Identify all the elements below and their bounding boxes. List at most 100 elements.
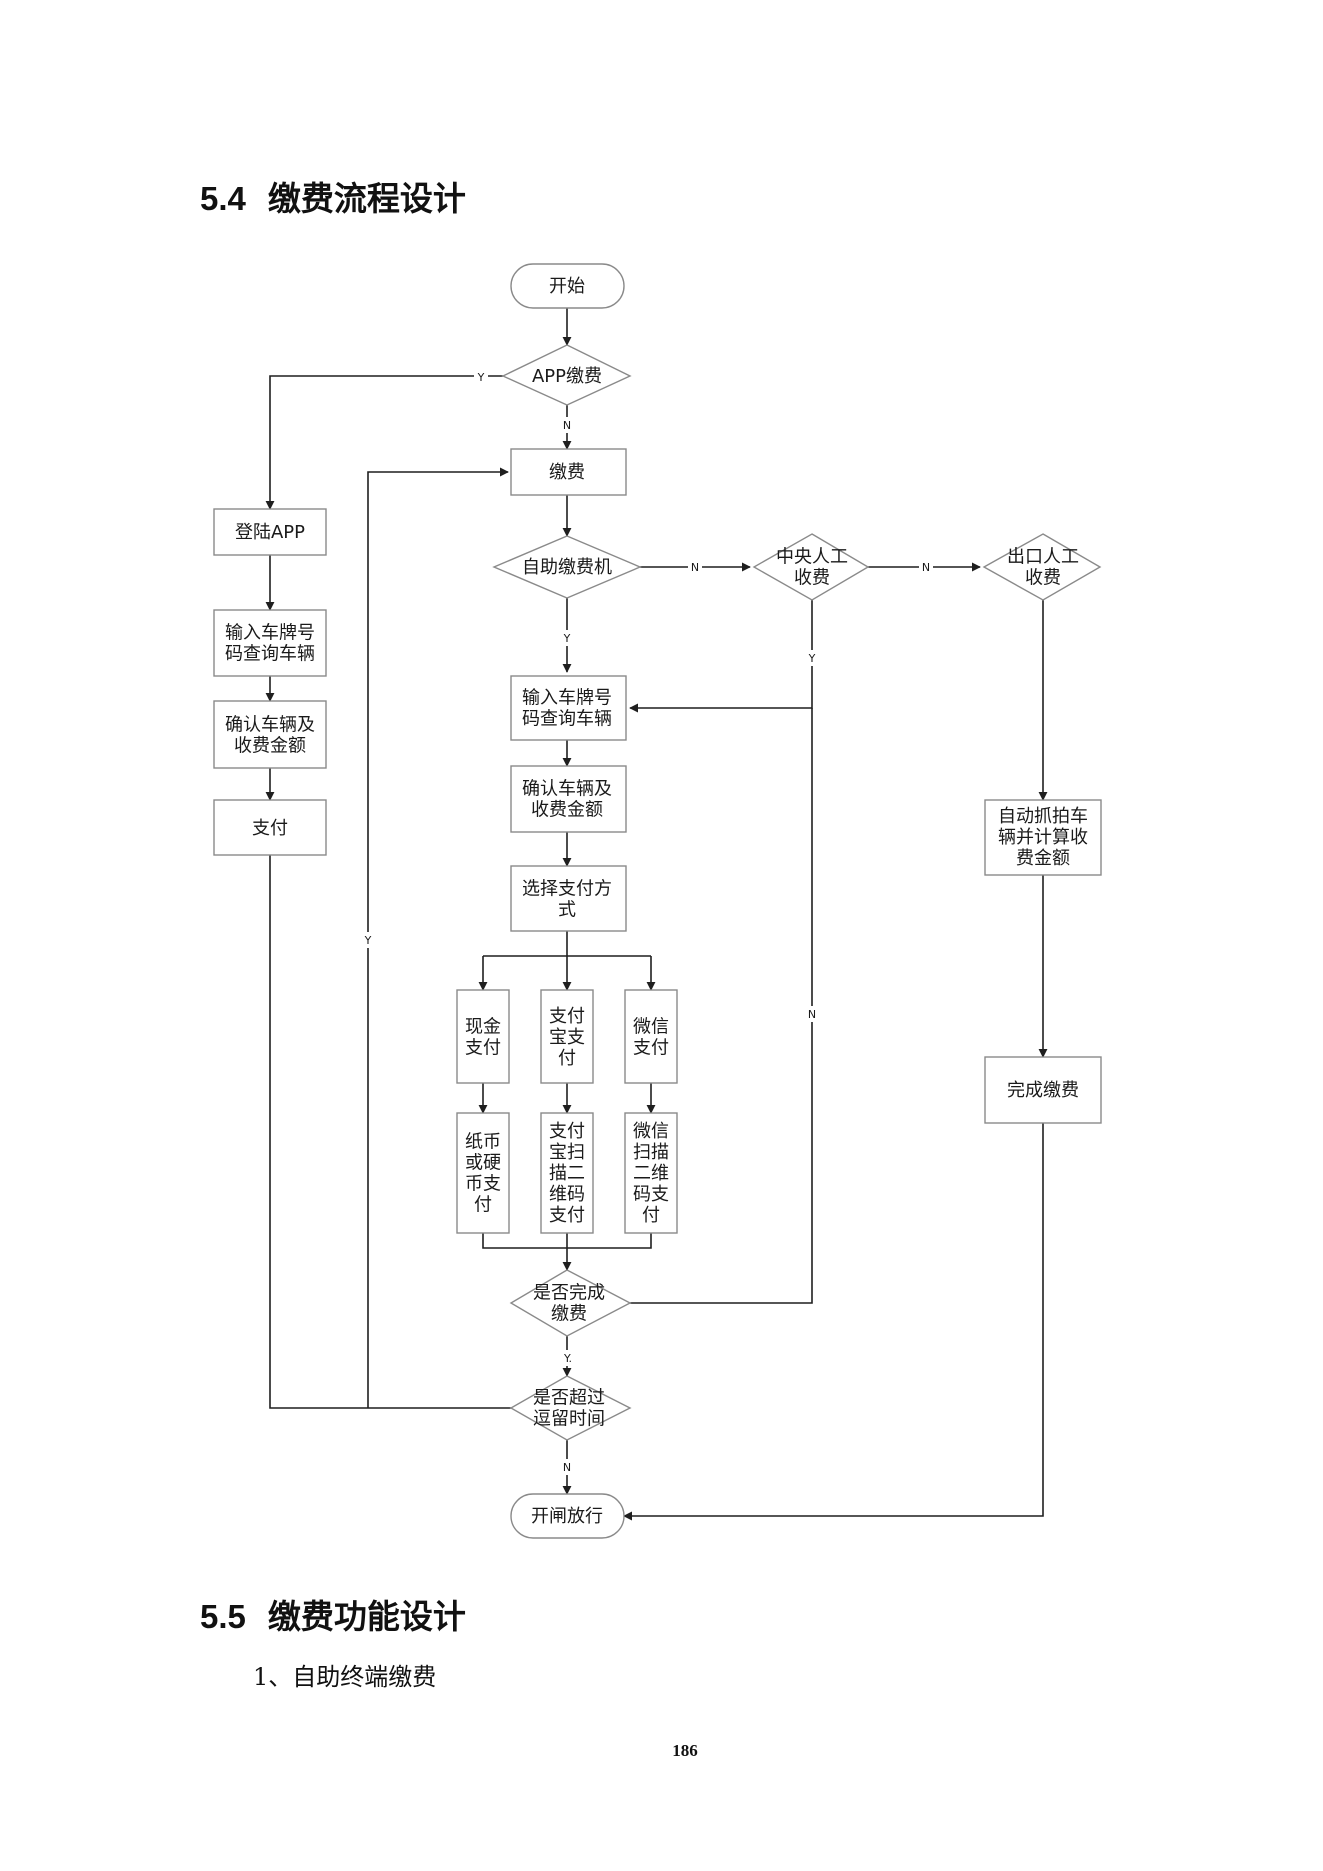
node-label-alipay: 支付宝支付 <box>549 1006 585 1069</box>
node-kiosk-confirm: 确认车辆及收费金额 <box>510 765 627 833</box>
node-open-gate: 开闸放行 <box>510 1493 625 1539</box>
edge-choose-split <box>483 931 651 957</box>
flowchart-edge-labels: Y N N N Y Y Y N Y. N <box>361 367 933 1475</box>
node-label-line: 选择支付方 <box>522 879 612 900</box>
node-label-line: 式 <box>558 900 576 921</box>
node-label-line: APP缴费 <box>532 366 602 387</box>
edge-label-is-paid-yes: Y. <box>563 1352 572 1365</box>
node-label-choose-method: 选择支付方式 <box>522 879 612 921</box>
node-label-line: 付 <box>558 1048 576 1069</box>
node-label-wechat: 微信支付 <box>633 1017 669 1059</box>
node-label-line: 收费金额 <box>234 736 306 757</box>
node-is-paid-decision: 是否完成缴费 <box>509 1269 632 1337</box>
node-label-line: 支付 <box>549 1121 585 1142</box>
node-label-login-app: 登陆APP <box>235 522 305 543</box>
node-label-line: 支付 <box>549 1205 585 1226</box>
section-heading-5-4: 5.4 缴费流程设计 <box>200 172 466 220</box>
node-label-cash: 现金支付 <box>465 1017 501 1059</box>
node-label-exit-manual: 出口人工收费 <box>1007 547 1079 589</box>
node-cash-detail: 纸币或硬币支付 <box>456 1112 510 1234</box>
node-start: 开始 <box>510 263 625 309</box>
node-label-line: 辆并计算收 <box>998 827 1088 848</box>
node-label-line: 支付 <box>633 1038 669 1059</box>
node-label-line: 是否完成 <box>533 1283 605 1304</box>
node-wechat-detail: 微信扫描二维码支付 <box>624 1112 678 1234</box>
node-label-line: 支付 <box>465 1038 501 1059</box>
node-app-input-plate: 输入车牌号码查询车辆 <box>213 609 327 677</box>
node-label-cash-detail: 纸币或硬币支付 <box>465 1132 501 1216</box>
node-label-line: 描二 <box>549 1163 585 1184</box>
node-label-line: 出口人工 <box>1007 547 1079 568</box>
node-kiosk-decision: 自助缴费机 <box>492 535 642 599</box>
node-label-kiosk: 自助缴费机 <box>522 557 612 578</box>
node-label-wechat-detail: 微信扫描二维码支付 <box>633 1121 669 1226</box>
node-central-manual-decision: 中央人工收费 <box>752 533 870 601</box>
node-label-line: 或硬 <box>465 1153 501 1174</box>
node-label-line: 逗留时间 <box>533 1409 605 1430</box>
node-kiosk-input-plate: 输入车牌号码查询车辆 <box>510 675 627 741</box>
edge-overstay-loop-to-pay <box>367 467 509 1408</box>
edge-app-pay-to-overstay <box>269 855 514 1409</box>
node-label-line: 自动抓拍车 <box>998 806 1088 827</box>
node-label-line: 输入车牌号 <box>225 623 315 644</box>
node-label-app-confirm: 确认车辆及收费金额 <box>225 715 315 757</box>
section-title: 缴费流程设计 <box>267 179 466 218</box>
node-label-app-pay-step: 支付 <box>252 818 288 839</box>
node-label-line: 开闸放行 <box>531 1506 603 1527</box>
node-label-line: 码查询车辆 <box>225 644 315 665</box>
edge-app-to-login <box>265 375 503 510</box>
node-exit-manual-decision: 出口人工收费 <box>982 533 1102 601</box>
node-label-line: 支付 <box>252 818 288 839</box>
node-label-line: 微信 <box>633 1121 669 1142</box>
edge-label-is-paid-no: N <box>808 1008 816 1021</box>
flowchart-nodes: 开始 APP缴费 登陆APP 输入车牌号码查询车辆 确认车辆及收费金额 支付 缴… <box>213 263 1102 1539</box>
node-label-line: 码支 <box>633 1184 669 1205</box>
node-wechat: 微信支付 <box>624 989 678 1084</box>
edge-central-to-input <box>629 600 813 713</box>
node-label-open-gate: 开闸放行 <box>531 1506 603 1527</box>
node-cash: 现金支付 <box>456 989 510 1084</box>
node-label-kiosk-input-plate: 输入车牌号码查询车辆 <box>522 688 612 730</box>
node-auto-capture: 自动抓拍车辆并计算收费金额 <box>984 799 1102 876</box>
node-label-line: 收费 <box>794 568 830 589</box>
node-label-line: 确认车辆及 <box>225 715 315 736</box>
edge-done-to-open <box>623 1123 1044 1521</box>
node-label-line: 收费 <box>1025 568 1061 589</box>
edge-label-kiosk-no: N <box>691 561 699 574</box>
node-label-line: 支付 <box>549 1006 585 1027</box>
node-alipay: 支付宝支付 <box>540 989 594 1084</box>
node-label-line: 纸币 <box>465 1132 501 1153</box>
node-label-line: 付 <box>642 1205 660 1226</box>
edge-is-paid-no-loop <box>630 708 813 1304</box>
list-item-self-service-terminal: 1、自助终端缴费 <box>253 1663 437 1691</box>
node-label-line: 宝扫 <box>549 1142 585 1163</box>
edge-label-kiosk-yes: Y <box>563 632 571 645</box>
node-label-app-input-plate: 输入车牌号码查询车辆 <box>225 623 315 665</box>
edge-details-merge <box>482 1233 652 1249</box>
node-label-pay: 缴费 <box>549 462 585 483</box>
node-label-line: 二维 <box>633 1163 669 1184</box>
section-number: 5.5 <box>200 1598 246 1635</box>
node-label-line: 费金额 <box>1016 848 1070 869</box>
page-number: 186 <box>672 1741 698 1760</box>
node-label-line: 自助缴费机 <box>522 557 612 578</box>
node-label-line: 码查询车辆 <box>522 709 612 730</box>
node-label-auto-capture: 自动抓拍车辆并计算收费金额 <box>998 806 1088 869</box>
node-label-line: 缴费 <box>551 1304 587 1325</box>
node-overstay-decision: 是否超过逗留时间 <box>509 1375 632 1441</box>
node-label-kiosk-confirm: 确认车辆及收费金额 <box>522 779 612 821</box>
node-label-start: 开始 <box>549 276 585 297</box>
node-alipay-detail: 支付宝扫描二维码支付 <box>540 1112 594 1234</box>
edge-label-central-no: N <box>922 561 930 574</box>
node-label-is-paid: 是否完成缴费 <box>533 1283 605 1325</box>
flowchart-connectors <box>265 308 1048 1521</box>
node-label-line: 中央人工 <box>776 547 848 568</box>
node-label-line: 确认车辆及 <box>522 779 612 800</box>
node-app-pay-decision: APP缴费 <box>501 344 632 406</box>
section-number: 5.4 <box>200 180 246 217</box>
node-label-app-pay: APP缴费 <box>532 366 602 387</box>
node-app-pay-step: 支付 <box>213 799 327 856</box>
node-label-line: 登陆APP <box>235 522 305 543</box>
